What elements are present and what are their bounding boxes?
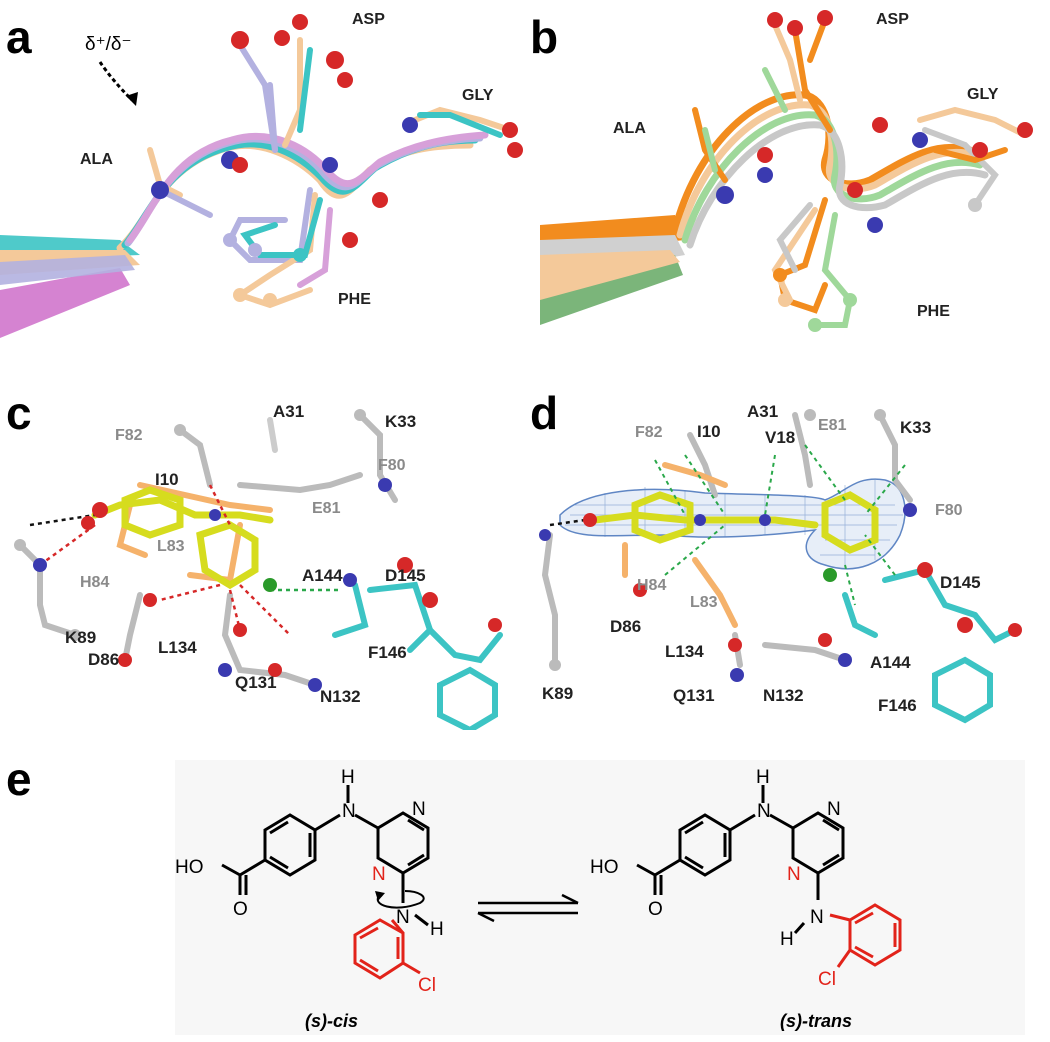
- residue-label-asp: ASP: [352, 11, 385, 28]
- s-trans-structure: [636, 785, 845, 935]
- panel-label-d: d: [530, 387, 559, 439]
- residue-label-n132: N132: [763, 686, 804, 705]
- s-trans-nh-top-n: N: [757, 801, 771, 822]
- residue-label-q131: Q131: [673, 686, 715, 705]
- residue-label-d145: D145: [385, 566, 426, 585]
- residue-label-l134: L134: [158, 638, 197, 657]
- residue-label-a31: A31: [273, 402, 304, 421]
- residue-label-d145: D145: [940, 573, 981, 592]
- residue-label-k89: K89: [542, 684, 573, 703]
- s-trans-cl-label: Cl: [818, 969, 836, 990]
- panel-b-structure: ASP GLY ALA PHE: [525, 0, 1050, 345]
- s-trans-o-label: O: [648, 899, 663, 920]
- s-cis-nh-bottom-n: N: [396, 907, 410, 928]
- s-trans-ho-label: HO: [590, 857, 619, 878]
- residue-label-i10: I10: [697, 422, 721, 441]
- residue-label-l83: L83: [157, 538, 185, 555]
- panel-label-c: c: [6, 387, 32, 439]
- s-trans-nh-bottom-n: N: [810, 907, 824, 928]
- panel-a-structure: δ⁺/δ⁻ ASP GLY ALA PHE: [0, 0, 525, 345]
- s-trans-nh-bottom-h: H: [780, 929, 794, 950]
- s-trans-caption: (s)-trans: [780, 1011, 852, 1031]
- panel-label-e: e: [6, 753, 32, 805]
- residue-label-ala: ALA: [80, 151, 113, 168]
- residue-label-f146: F146: [878, 696, 917, 715]
- residue-label-f80: F80: [378, 457, 406, 474]
- panel-e-chemical-scheme: HO O N H N N N H Cl (s)-cis HO O N H N N…: [0, 745, 1050, 1042]
- residue-label-asp: ASP: [876, 11, 909, 28]
- panel-c-binding-site: A31 K33 F82 I10 F80 E81 L83 H84 A144 D14…: [0, 375, 525, 730]
- residue-label-phe: PHE: [917, 303, 950, 320]
- residue-label-k33: K33: [385, 412, 416, 431]
- residue-label-e81: E81: [312, 500, 341, 517]
- residue-label-l83: L83: [690, 594, 718, 611]
- panel-label-a: a: [6, 11, 32, 63]
- residue-label-q131: Q131: [235, 673, 277, 692]
- residue-label-d86: D86: [610, 617, 641, 636]
- s-cis-nh-top-h: H: [341, 767, 355, 788]
- s-cis-cl-label: Cl: [418, 975, 436, 996]
- residue-label-gly: GLY: [967, 86, 999, 103]
- residue-label-v18: V18: [765, 428, 795, 447]
- panel-label-b: b: [530, 11, 559, 63]
- residue-label-a144: A144: [302, 566, 343, 585]
- s-trans-ring-n1: N: [827, 799, 841, 820]
- s-cis-caption: (s)-cis: [305, 1011, 358, 1031]
- residue-label-ala: ALA: [613, 120, 646, 137]
- residue-label-n132: N132: [320, 687, 361, 706]
- residue-label-gly: GLY: [462, 87, 494, 104]
- panel-a-dipole-annotation: δ⁺/δ⁻: [85, 34, 132, 55]
- s-trans-nh-top-h: H: [756, 767, 770, 788]
- residue-label-e81: E81: [818, 417, 847, 434]
- s-cis-nh-top-n: N: [342, 801, 356, 822]
- residue-label-a144: A144: [870, 653, 911, 672]
- residue-label-phe: PHE: [338, 291, 371, 308]
- residue-label-l134: L134: [665, 642, 704, 661]
- s-cis-ho-label: HO: [175, 857, 204, 878]
- panel-d-binding-site: F82 I10 A31 V18 E81 K33 F80 H84 L83 D145…: [525, 375, 1050, 730]
- residue-label-d86: D86: [88, 650, 119, 669]
- residue-label-i10: I10: [155, 470, 179, 489]
- residue-label-k89: K89: [65, 628, 96, 647]
- residue-label-f82: F82: [635, 424, 663, 441]
- residue-label-h84: H84: [80, 574, 109, 591]
- s-cis-ring-n2: N: [372, 864, 386, 885]
- residue-label-k33: K33: [900, 418, 931, 437]
- residue-label-f80: F80: [935, 502, 963, 519]
- residue-label-h84: H84: [637, 577, 666, 594]
- s-trans-ring-n2: N: [787, 864, 801, 885]
- s-cis-o-label: O: [233, 899, 248, 920]
- residue-label-f146: F146: [368, 643, 407, 662]
- s-cis-ring-n1: N: [412, 799, 426, 820]
- s-cis-structure: [221, 785, 430, 927]
- residue-label-f82: F82: [115, 427, 143, 444]
- s-cis-nh-bottom-h: H: [430, 919, 444, 940]
- residue-label-a31: A31: [747, 402, 778, 421]
